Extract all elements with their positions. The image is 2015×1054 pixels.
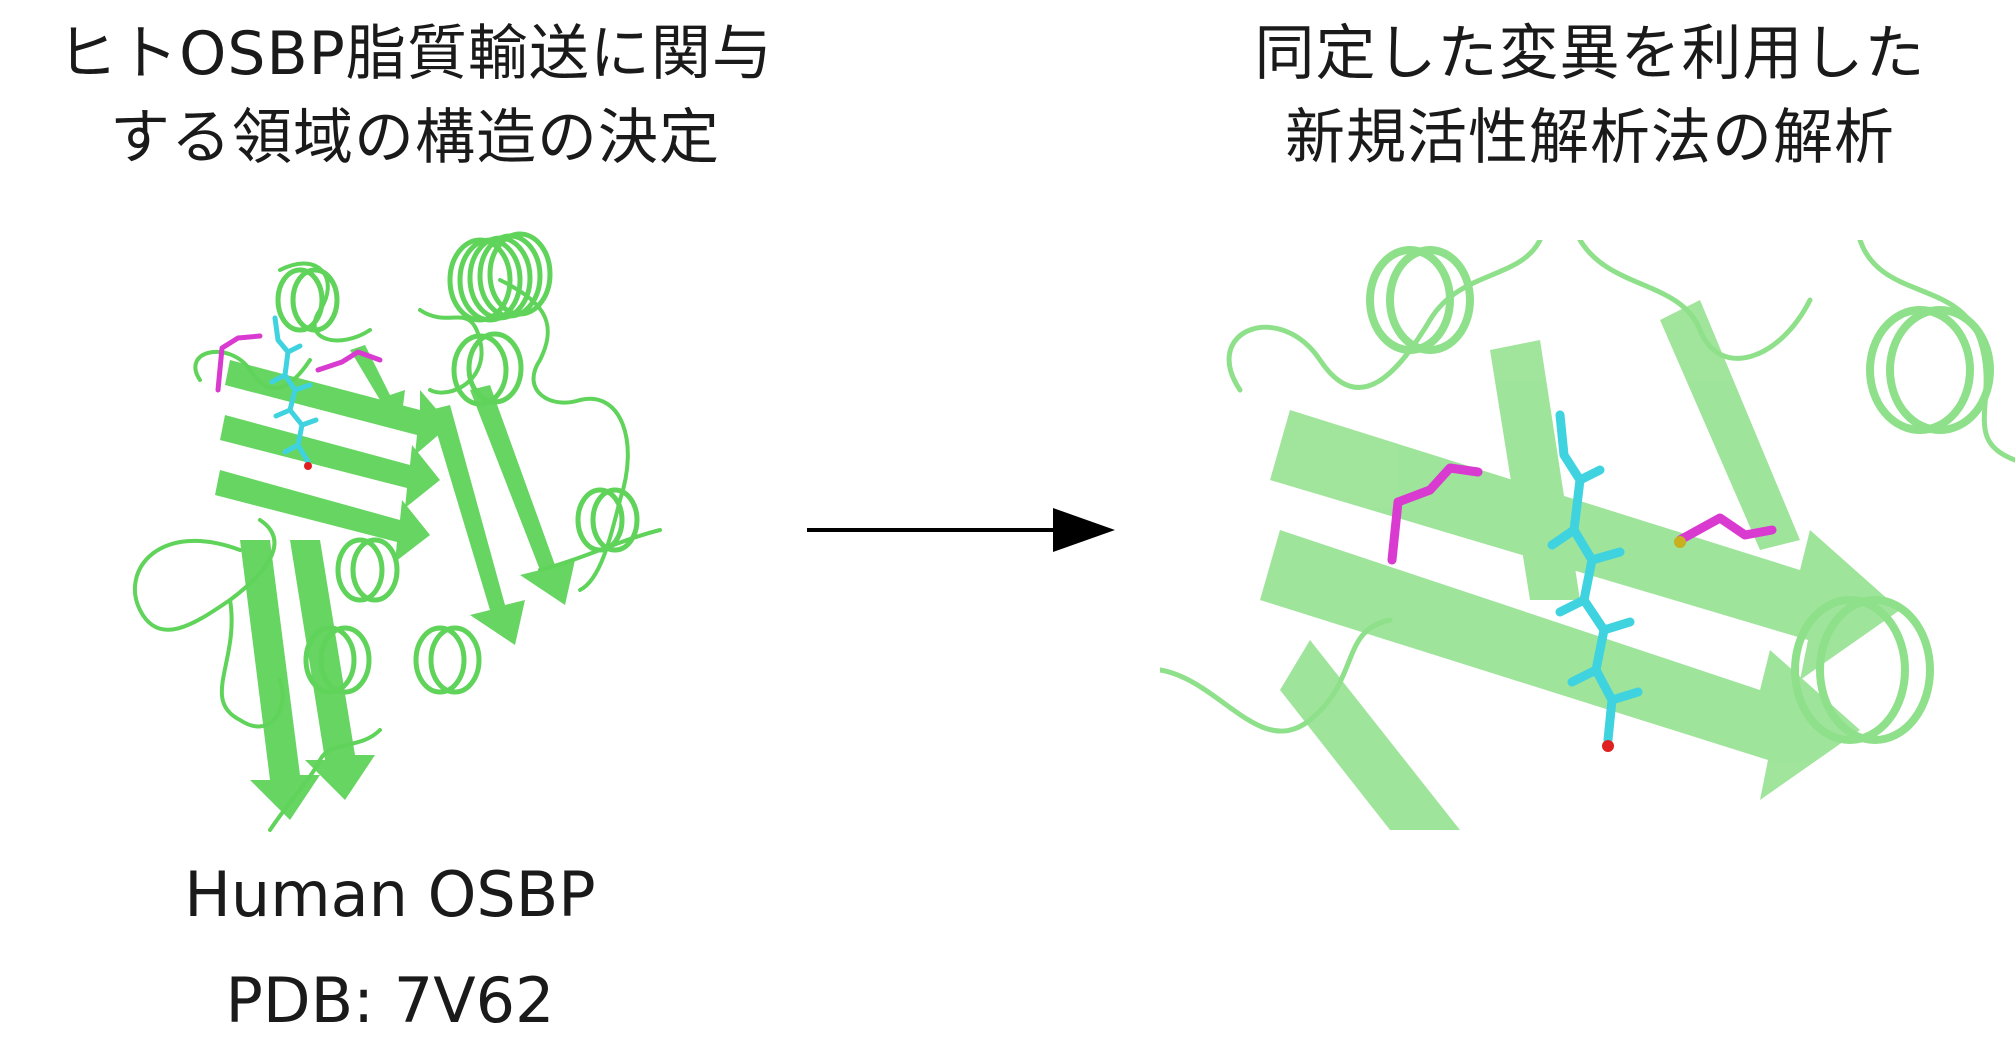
residue-sidechain [1387, 463, 1483, 565]
beta-strand [1660, 300, 1800, 550]
beta-strand [220, 415, 440, 508]
beta-strand [350, 345, 405, 430]
beta-strand [430, 405, 525, 645]
helix-coil [590, 487, 640, 553]
structure-caption-pdb: PDB: 7V62 [225, 964, 555, 1037]
residue-sidechain [1675, 513, 1777, 545]
beta-strand [290, 540, 375, 800]
ligand-sterol [1547, 465, 1643, 705]
structure-caption: Human OSBP PDB: 7V62 [0, 842, 780, 1054]
beta-strand [225, 360, 450, 455]
left-heading: ヒトOSBP脂質輸送に関与 する領域の構造の決定 [0, 12, 830, 180]
oxygen-atom [304, 462, 312, 470]
helix-coil [575, 487, 625, 553]
beta-strand [1260, 530, 1860, 800]
helix-coil [350, 537, 400, 603]
structure-caption-name: Human OSBP [184, 858, 596, 931]
left-heading-line1: ヒトOSBP脂質輸送に関与 [57, 19, 773, 89]
residue-sidechain [315, 349, 383, 373]
helix-coil [335, 537, 385, 603]
ligand-sterol [1555, 410, 1617, 745]
helix-coil [290, 267, 340, 333]
helix-coil [275, 267, 325, 333]
beta-strand [1490, 340, 1580, 600]
helix-coil [1816, 596, 1934, 744]
loop-strand [1226, 240, 1543, 393]
helix-coil [1866, 306, 1974, 434]
right-heading: 同定した変異を利用した 新規活性解析法の解析 [1180, 12, 2000, 180]
beta-strand [215, 470, 430, 562]
process-arrow [807, 508, 1115, 552]
binding-pocket-zoom-image [1160, 240, 2015, 830]
oxygen-atom [1602, 740, 1614, 752]
helix-coil [1386, 246, 1474, 354]
right-heading-line2: 新規活性解析法の解析 [1285, 103, 1895, 173]
helix-coil [428, 625, 482, 695]
arrow-head [1053, 508, 1115, 552]
right-heading-line1: 同定した変異を利用した [1254, 19, 1926, 89]
loop-strand [1160, 617, 1393, 734]
beta-strand [1280, 640, 1460, 830]
protein-structure-image [133, 231, 662, 832]
helix-coil [413, 625, 467, 695]
residue-sidechain [215, 333, 263, 393]
loop-strand [1577, 240, 1813, 361]
ligand-sterol [269, 343, 319, 455]
helix-coil [1366, 246, 1454, 354]
helix-coil [487, 231, 553, 317]
loop-strand [498, 278, 630, 592]
sulfur-atom [1674, 536, 1686, 548]
helix-coil [1886, 306, 1994, 434]
left-heading-line2: する領域の構造の決定 [110, 103, 720, 173]
beta-strand [470, 385, 575, 605]
helix-coil [1791, 596, 1909, 744]
beta-strand [240, 540, 320, 820]
